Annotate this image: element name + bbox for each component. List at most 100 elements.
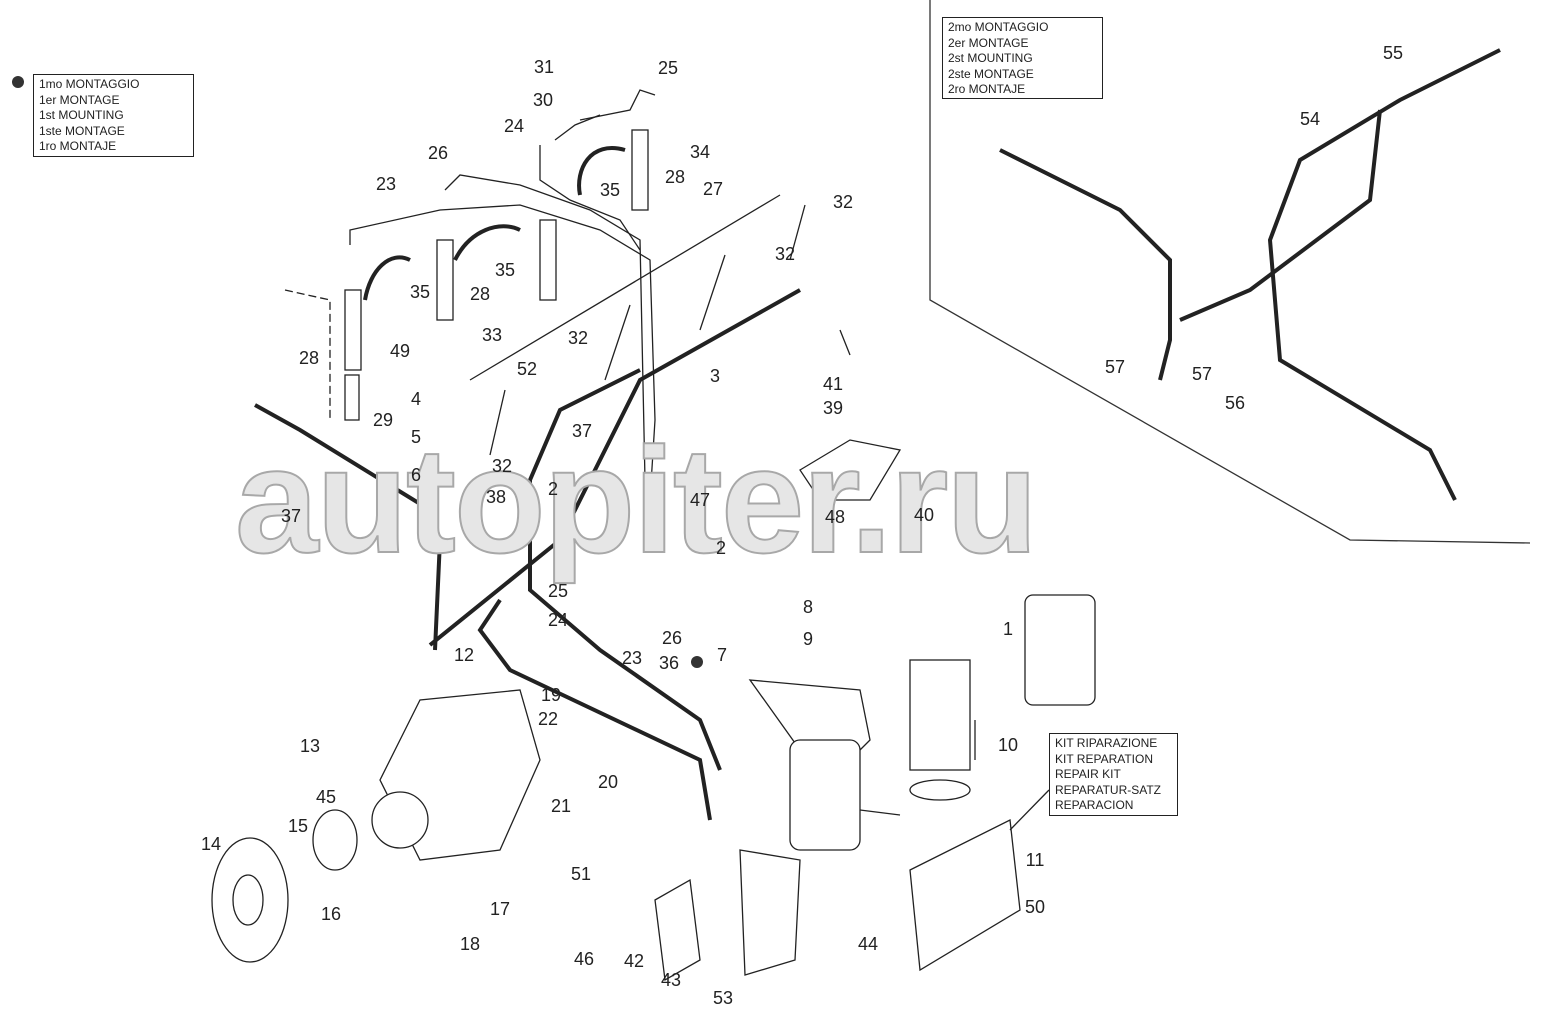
- legend-line: 2st MOUNTING: [948, 51, 1033, 65]
- part-callout: 28: [469, 284, 491, 304]
- support-bar: [469, 194, 781, 381]
- part-callout: 42: [623, 951, 645, 971]
- legend-line: 1st MOUNTING: [39, 108, 124, 122]
- legend-line: KIT REPARATION: [1055, 751, 1154, 766]
- part-callout: 57: [1104, 357, 1126, 377]
- leak-off-hose: [363, 255, 411, 301]
- leader-line: [859, 809, 901, 816]
- part-callout: 32: [832, 192, 854, 212]
- part-callout: 4: [410, 389, 422, 409]
- injection-pipe: [444, 174, 646, 481]
- part-callout: 2: [547, 479, 559, 499]
- fuel-hose: [1179, 109, 1382, 322]
- cover-plate: [654, 878, 701, 982]
- filter-bowl: [789, 739, 861, 851]
- part-callout: 48: [824, 507, 846, 527]
- watermark: autopiter.ru: [234, 416, 1039, 584]
- fuel-hose: [477, 598, 712, 821]
- injector: [539, 219, 557, 301]
- part-callout: 56: [1224, 393, 1246, 413]
- first-mounting-marker: [691, 656, 703, 668]
- fuel-hose: [528, 368, 722, 771]
- part-callout: 22: [537, 709, 559, 729]
- legend-repair-kit: KIT RIPARAZIONE KIT REPARATION REPAIR KI…: [1049, 733, 1178, 816]
- part-callout: 21: [550, 796, 572, 816]
- part-callout: 37: [571, 421, 593, 441]
- legend-line: 1ro MONTAJE: [39, 139, 117, 153]
- part-callout: 53: [712, 988, 734, 1008]
- glow-plug: [789, 204, 806, 261]
- injector: [631, 129, 649, 211]
- fuel-hose: [1267, 48, 1501, 501]
- part-callout: 23: [375, 174, 397, 194]
- part-callout: 18: [459, 934, 481, 954]
- part-callout: 5: [410, 427, 422, 447]
- part-callout: 54: [1299, 109, 1321, 129]
- part-callout: 39: [822, 398, 844, 418]
- legend-line: KIT RIPARAZIONE: [1055, 736, 1158, 750]
- glow-plug: [604, 304, 631, 381]
- part-callout: 7: [716, 645, 728, 665]
- part-callout: 32: [491, 456, 513, 476]
- legend-line: 1er MONTAGE: [39, 92, 120, 107]
- part-callout: 37: [280, 506, 302, 526]
- part-callout: 57: [1191, 364, 1213, 384]
- filter-seal: [909, 779, 971, 801]
- bracket: [739, 849, 801, 976]
- part-callout: 43: [660, 970, 682, 990]
- injection-pipe: [554, 114, 601, 141]
- part-callout: 46: [573, 949, 595, 969]
- part-callout: 24: [503, 116, 525, 136]
- legend-line: 2mo MONTAGGIO: [948, 20, 1049, 34]
- part-callout: 34: [689, 142, 711, 162]
- part-callout: 41: [822, 374, 844, 394]
- part-callout: 26: [661, 628, 683, 648]
- bracket: [799, 439, 902, 501]
- part-callout: 10: [997, 735, 1019, 755]
- second-mounting-region-outline: [929, 0, 1531, 544]
- part-callout: 45: [315, 787, 337, 807]
- legend-second-mounting: 2mo MONTAGGIO 2er MONTAGE 2st MOUNTING 2…: [942, 17, 1103, 99]
- legend-line: 2er MONTAGE: [948, 35, 1029, 50]
- repair-kit-sheet: [909, 819, 1021, 972]
- part-callout: 24: [547, 610, 569, 630]
- part-callout: 36: [658, 653, 680, 673]
- part-callout: 49: [389, 341, 411, 361]
- injection-pipe: [579, 89, 656, 121]
- legend-line: 1mo MONTAGGIO: [39, 77, 140, 91]
- part-callout: 32: [567, 328, 589, 348]
- part-callout: 29: [372, 410, 394, 430]
- part-callout: 26: [427, 143, 449, 163]
- injection-pipe: [539, 145, 641, 251]
- fuel-hose: [999, 148, 1172, 381]
- part-callout: 2: [715, 538, 727, 558]
- filter-element: [909, 659, 971, 771]
- glow-plug: [489, 389, 506, 456]
- fuel-hose: [428, 288, 801, 647]
- legend-first-mounting: 1mo MONTAGGIO 1er MONTAGE 1st MOUNTING 1…: [33, 74, 194, 157]
- pump-flange: [371, 791, 429, 849]
- part-callout: 20: [597, 772, 619, 792]
- glow-plug: [699, 254, 726, 331]
- part-callout: 14: [200, 834, 222, 854]
- part-callout: 11: [1025, 850, 1045, 870]
- part-callout: 28: [298, 348, 320, 368]
- injector-nozzle: [344, 374, 360, 421]
- first-mounting-marker: [12, 76, 24, 88]
- legend-line: REPAIR KIT: [1055, 767, 1121, 781]
- part-callout: 28: [664, 167, 686, 187]
- drive-gear: [211, 837, 289, 963]
- leak-off-hose: [577, 146, 626, 196]
- part-callout: 50: [1024, 897, 1046, 917]
- part-callout: 52: [516, 359, 538, 379]
- part-callout: 30: [532, 90, 554, 110]
- legend-line: REPARATUR-SATZ: [1055, 782, 1162, 797]
- part-callout: 25: [657, 58, 679, 78]
- injection-pipe: [349, 204, 656, 501]
- part-callout: 15: [287, 816, 309, 836]
- part-callout: 23: [621, 648, 643, 668]
- legend-line: 2ro MONTAJE: [948, 82, 1026, 96]
- fuel-hose: [254, 403, 443, 651]
